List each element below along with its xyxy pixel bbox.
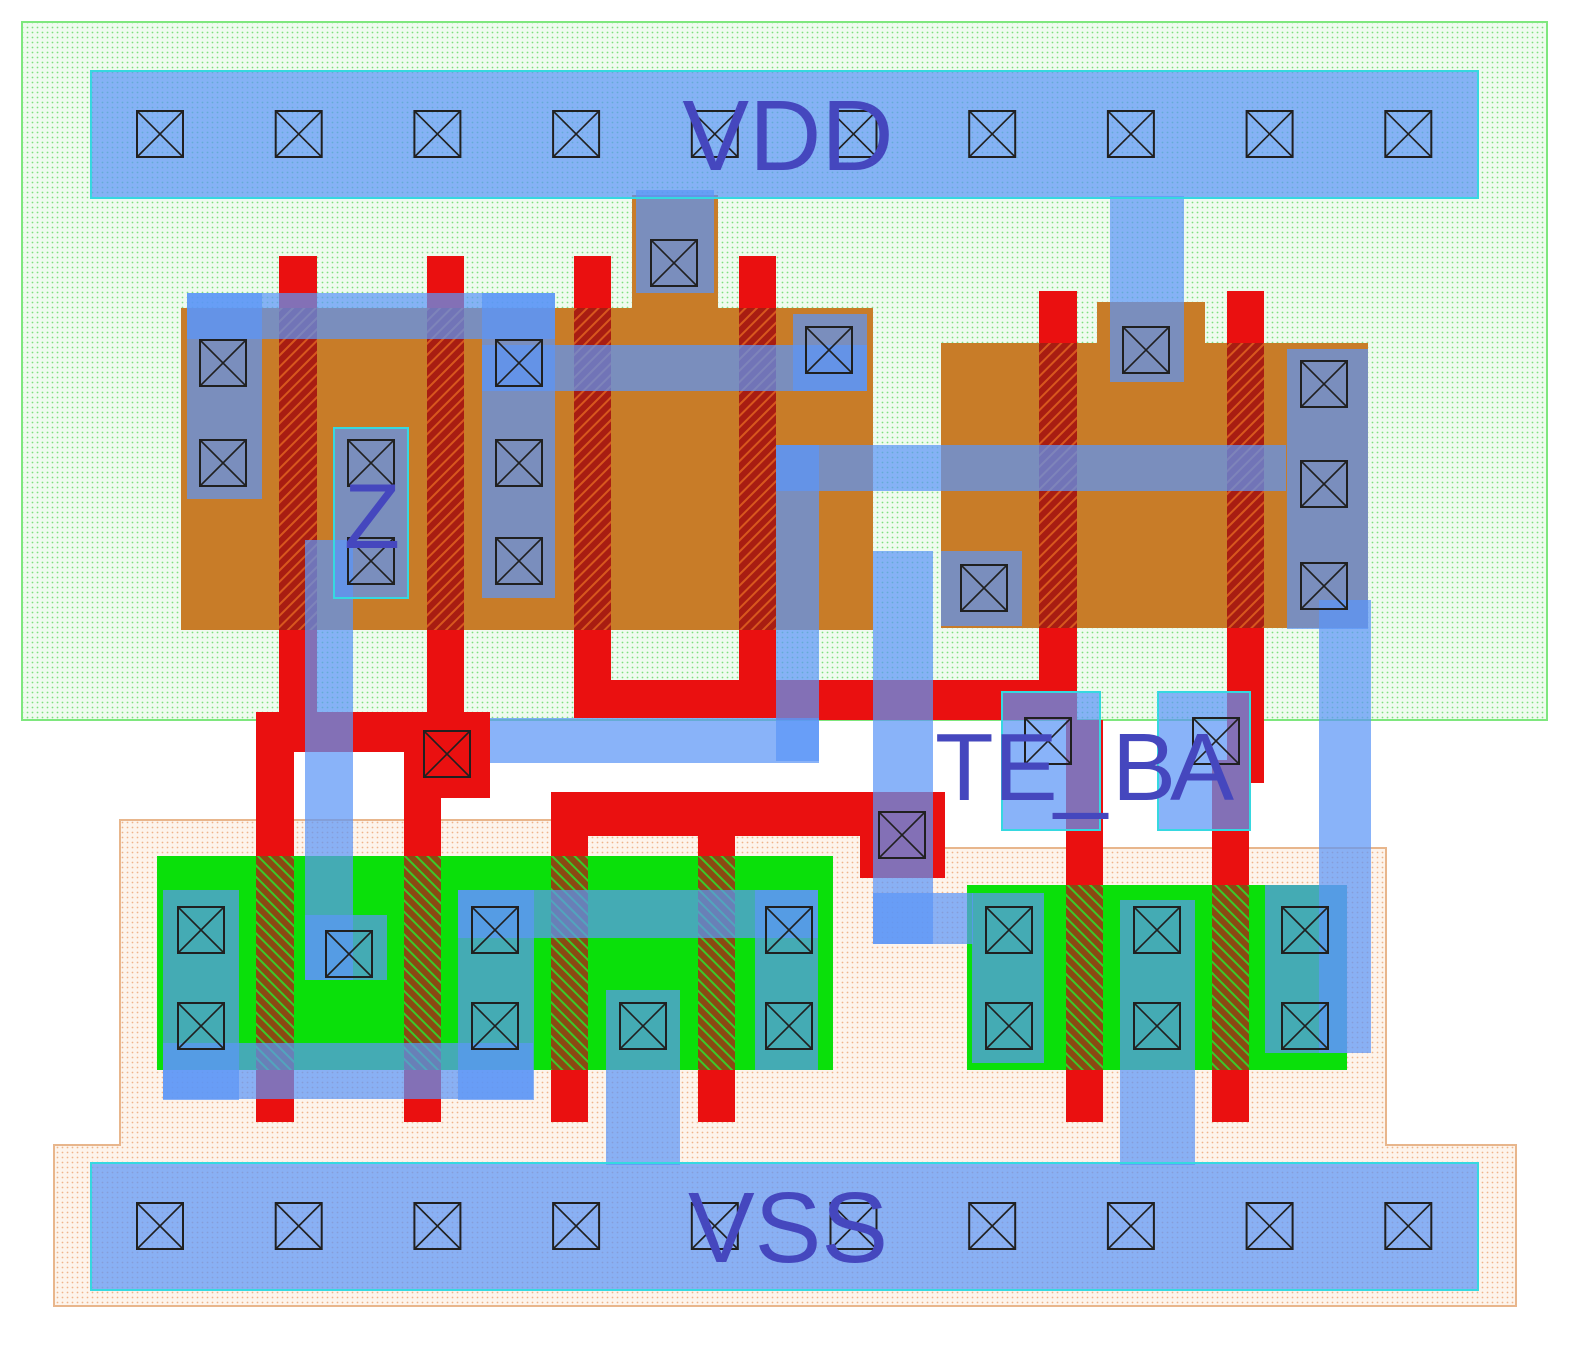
m1-pad-983	[941, 551, 1022, 626]
vss-rail-contact	[1384, 1202, 1433, 1250]
pin-layer	[90, 70, 1479, 1291]
contact-cut	[1192, 717, 1240, 765]
te-pin-outline	[1001, 691, 1101, 831]
contact-cut	[765, 906, 813, 954]
contact-cut	[495, 339, 543, 387]
contact-cut	[985, 906, 1033, 954]
vdd-rail-contact	[552, 110, 601, 158]
m1-vdd-strap-left	[636, 190, 714, 293]
m1-a-pin	[1158, 692, 1250, 830]
m1-pad-828	[793, 314, 867, 391]
b-label: B	[1112, 714, 1176, 821]
vss-rail-contact	[552, 1202, 601, 1250]
vss-rail-contact	[136, 1202, 184, 1250]
a-label: A	[1170, 714, 1234, 821]
contact-cut	[1281, 906, 1329, 954]
m1-vss-strap-left	[606, 990, 680, 1165]
metal1-layer	[91, 71, 1478, 1290]
contact-cut	[325, 930, 373, 978]
a-pin-outline	[1157, 691, 1251, 831]
m1-left-bottom-col	[163, 890, 239, 1100]
contact-cut	[199, 439, 247, 487]
z-pin-outline	[333, 427, 409, 599]
vss-rail-contact	[829, 1202, 878, 1250]
vss-pin-outline	[90, 1162, 1479, 1291]
vss-rail-contact	[413, 1202, 462, 1250]
vdd-rail-contact	[1384, 110, 1433, 158]
vss-rail-contact	[1106, 1202, 1155, 1250]
ngate-2	[404, 856, 441, 1070]
contact-cut	[1300, 460, 1348, 508]
vdd-rail-contact	[1245, 110, 1294, 158]
contact-cut	[1133, 906, 1181, 954]
contact-cut	[177, 1002, 225, 1050]
vdd-rail-contact	[274, 110, 323, 158]
vdd-rail-contact	[1106, 110, 1155, 158]
m1-te-col	[873, 551, 933, 944]
vdd-label: VDD	[682, 80, 893, 192]
vss-rail-contact	[690, 1202, 739, 1250]
m1-z-down	[305, 540, 353, 980]
m1-mid-col	[482, 293, 555, 598]
m1-mid-vbar	[776, 445, 819, 761]
ngate-3	[551, 856, 588, 1070]
m1-mid-hbar	[776, 445, 1286, 491]
m1-vdd-strap-right	[1110, 196, 1184, 382]
m1-vss-strap-right	[1120, 900, 1195, 1165]
label-layer: VDD VSS Z TE _ B A	[344, 80, 1234, 1284]
contact-cut	[1300, 360, 1348, 408]
m1-nd-r1	[972, 893, 1044, 1063]
vss-rail-contact	[968, 1202, 1017, 1250]
contact-cut	[495, 537, 543, 585]
contact-cut	[1133, 1002, 1181, 1050]
contact-cut	[1024, 717, 1072, 765]
m1-mid-lower-h	[490, 718, 819, 763]
contact-cut	[619, 1002, 667, 1050]
contact-cut	[650, 239, 698, 287]
ngate-5	[1066, 885, 1103, 1070]
vdd-rail-contact	[690, 110, 739, 158]
ngate-1	[256, 856, 294, 1070]
contact-cut	[1300, 562, 1348, 610]
te-b-separator: _	[1052, 714, 1109, 821]
m1-nd-col4	[755, 890, 818, 1070]
vdd-pin-outline	[90, 70, 1479, 199]
contact-cut	[347, 439, 395, 487]
ngate-4	[698, 856, 735, 1070]
vdd-rail-contact	[413, 110, 462, 158]
contact-cut	[1281, 1002, 1329, 1050]
contact-cut	[960, 564, 1008, 612]
contact-cut	[495, 439, 543, 487]
contact-cut	[423, 730, 471, 778]
m1-te-pin	[1002, 692, 1100, 830]
ngate-6	[1212, 885, 1249, 1070]
contact-cut	[471, 906, 519, 954]
contact-cut	[347, 537, 395, 585]
m1-te-foot	[873, 893, 973, 944]
z-label: Z	[344, 466, 400, 568]
contact-cut	[985, 1002, 1033, 1050]
contact-cut	[765, 1002, 813, 1050]
contact-cut	[199, 339, 247, 387]
vss-rail-contact	[1245, 1202, 1294, 1250]
poly-u-bottom	[574, 680, 776, 718]
m1-right-col	[1287, 349, 1368, 629]
vss-label: VSS	[688, 1172, 888, 1284]
pgate-2	[427, 308, 464, 630]
contact-cut	[878, 811, 926, 859]
contact-cut	[805, 326, 853, 374]
vdd-rail-contact	[968, 110, 1017, 158]
vss-rail-contact	[274, 1202, 323, 1250]
m1-left-col	[187, 293, 262, 499]
vdd-rail-contact	[829, 110, 878, 158]
contact-layer	[136, 110, 1433, 1250]
m1-z-foot	[305, 915, 387, 980]
contact-cut	[471, 1002, 519, 1050]
vdd-rail-contact	[136, 110, 184, 158]
te-label: TE	[935, 714, 1058, 821]
contact-cut	[177, 906, 225, 954]
contact-cut	[1122, 326, 1170, 374]
